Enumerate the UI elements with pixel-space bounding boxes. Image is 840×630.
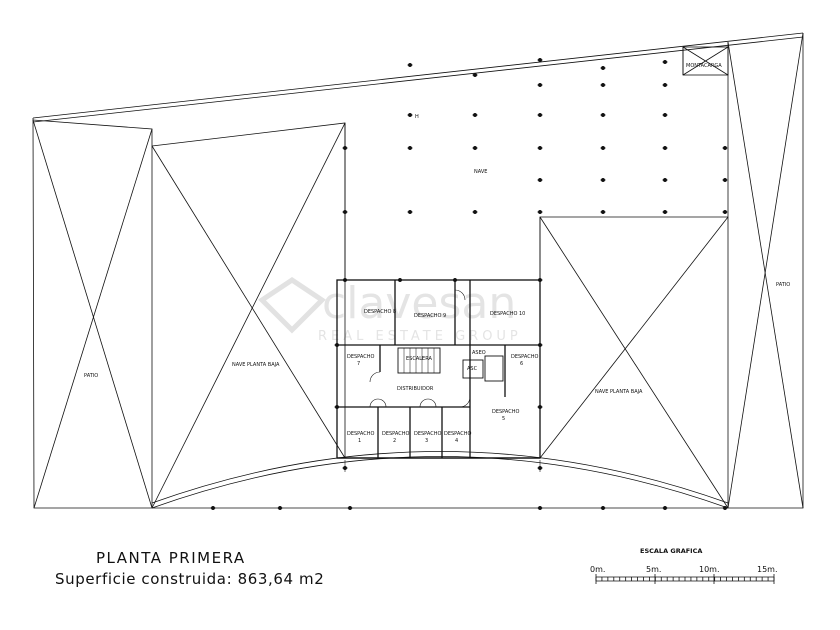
label-despacho-3b: 3: [425, 438, 428, 444]
nave-pb-left-cross-a: [151, 145, 346, 459]
label-despacho-2a: DESPACHO: [382, 431, 409, 437]
stair-steps: [403, 348, 435, 373]
door-swing-5: [459, 396, 471, 408]
scale-tick-15: 15m.: [757, 565, 778, 574]
door-swing-7: [369, 371, 381, 383]
label-despacho-8: DESPACHO 8: [364, 309, 396, 315]
montacargas-box: [682, 46, 729, 76]
label-asc: ASC: [467, 366, 478, 372]
label-nave: NAVE: [474, 169, 487, 175]
curve-inner: [151, 451, 729, 504]
watermark-brand: clavesan: [322, 278, 516, 329]
label-despacho-5a: DESPACHO: [492, 409, 519, 415]
toilet-box: [484, 355, 504, 382]
site-top-edge: [32, 32, 804, 119]
curve-outer: [151, 456, 729, 509]
label-despacho-9: DESPACHO 9: [414, 313, 446, 319]
nave-pb-right-cross-b: [539, 216, 729, 459]
plan-title: PLANTA PRIMERA: [96, 549, 246, 567]
scale-tick-0: 0m.: [590, 565, 605, 574]
label-despacho-4a: DESPACHO: [444, 431, 471, 437]
label-despacho-6a: DESPACHO: [511, 354, 538, 360]
label-despacho-2b: 2: [393, 438, 396, 444]
patio-left-cross-a: [32, 119, 153, 509]
lift-box: [462, 359, 484, 379]
label-despacho-7a: DESPACHO: [347, 354, 374, 360]
label-h: H: [415, 114, 419, 120]
site-outline: [32, 33, 804, 509]
patio-right-cross-b: [727, 32, 804, 509]
label-despacho-3a: DESPACHO: [414, 431, 441, 437]
label-despacho-6b: 6: [520, 361, 523, 367]
label-nave-pb-left: NAVE PLANTA BAJA: [232, 362, 280, 368]
graphic-scale: ESCALA GRAFICA 0m. 5m. 10m. 15m.: [590, 547, 778, 584]
label-distribuidor: DISTRIBUIDOR: [397, 386, 434, 392]
label-montacargas: MONTACARGA: [686, 63, 722, 69]
column-markers: [210, 57, 728, 511]
scale-tick-10: 10m.: [699, 565, 720, 574]
patio-left-cross-b: [33, 128, 153, 509]
scale-tick-5: 5m.: [646, 565, 661, 574]
scale-title: ESCALA GRAFICA: [640, 547, 702, 555]
label-despacho-7b: 7: [357, 361, 360, 367]
label-aseo: ASEO: [472, 350, 486, 356]
office-block: [336, 279, 541, 459]
outer-walls: [32, 32, 804, 509]
label-nave-pb-right: NAVE PLANTA BAJA: [595, 389, 643, 395]
stair-box: [397, 347, 441, 374]
nave-pb-right-cross-a: [539, 216, 729, 509]
nave-outline: [344, 123, 541, 281]
door-swings: [369, 289, 471, 408]
label-despacho-1a: DESPACHO: [347, 431, 374, 437]
label-despacho-4b: 4: [455, 438, 458, 444]
watermark: clavesan REAL ESTATE GROUP: [258, 276, 522, 344]
built-area: Superficie construida: 863,64 m2: [55, 570, 325, 588]
door-swing-3: [419, 398, 437, 408]
watermark-tagline: REAL ESTATE GROUP: [318, 329, 522, 344]
door-swing-1: [369, 398, 387, 408]
door-swing-9: [454, 289, 466, 301]
label-despacho-10: DESPACHO 10: [490, 311, 525, 317]
label-escalera: ESCALERA: [406, 356, 432, 362]
label-patio-right: PATIO: [776, 282, 790, 288]
room-labels: MONTACARGA NAVE H PATIO PATIO NAVE PLANT…: [84, 63, 790, 444]
scale-bar: [595, 574, 775, 584]
site-top-edge-inner: [32, 36, 804, 123]
montacargas-cross-b: [682, 46, 729, 76]
nave-pb-left-outline: [151, 122, 346, 458]
bottom-marks: [344, 460, 541, 472]
watermark-logo-icon: [258, 276, 326, 334]
patio-right-cross-a: [727, 41, 804, 509]
label-despacho-5b: 5: [502, 416, 505, 422]
label-patio-left: PATIO: [84, 373, 98, 379]
nave-pb-left-cross-b: [151, 122, 346, 509]
label-despacho-1b: 1: [358, 438, 361, 444]
